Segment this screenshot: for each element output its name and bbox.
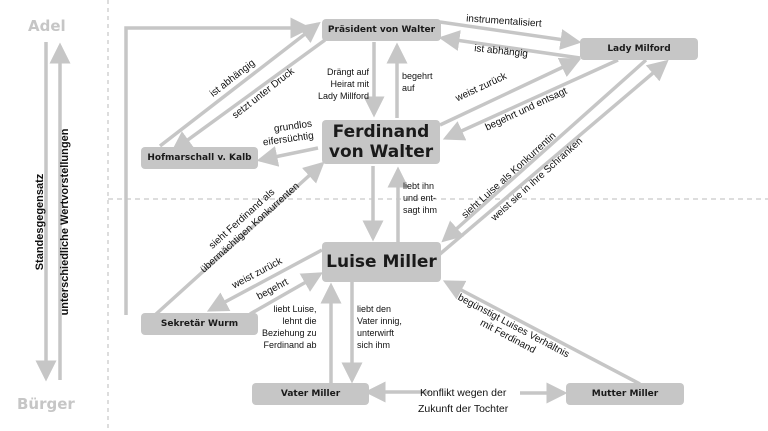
node-hofmarschall[interactable]: Hofmarschall v. Kalb <box>141 147 258 169</box>
label-buerger: Bürger <box>17 395 75 413</box>
begehrt-auf-line2: auf <box>402 83 415 93</box>
node-wurm[interactable]: Sekretär Wurm <box>141 313 258 335</box>
liebt-luise-line4: Ferdinand ab <box>263 340 317 350</box>
node-luise[interactable]: Luise Miller <box>322 242 441 282</box>
konflikt-line1: Konflikt wegen der <box>419 387 507 399</box>
arrow-sieht-luise <box>441 58 648 243</box>
arrow-begehrt <box>249 272 324 316</box>
label-liebt-luise: liebt Luise, lehnt die Beziehung zu Ferd… <box>262 303 317 351</box>
node-mutter[interactable]: Mutter Miller <box>566 383 684 405</box>
node-praesident[interactable]: Präsident von Walter <box>322 19 441 41</box>
arrow-grundlos <box>256 146 319 167</box>
arrow-lady-abhaengig <box>438 30 581 60</box>
label-standesgegensatz: Standesgegensatz <box>34 173 46 271</box>
label-adel: Adel <box>28 17 66 35</box>
liebt-ihn-line3: sagt ihm <box>403 205 438 215</box>
liebt-vater-line1: liebt den <box>357 304 392 314</box>
begehrt-auf-line1: begehrt <box>402 71 433 81</box>
liebt-luise-line1: liebt Luise, <box>273 304 317 314</box>
arrow-weist-zurueck-lady <box>439 57 582 127</box>
liebt-luise-line2: lehnt die <box>282 316 317 326</box>
label-begehrt-auf: begehrt auf <box>402 70 433 94</box>
liebt-ihn-line1: liebt ihn <box>403 181 435 191</box>
arrow-kalb-abhaengig <box>158 21 321 148</box>
arrow-weist-zurueck-wurm <box>206 248 323 312</box>
arrow-begehrt-entsagt <box>442 58 619 141</box>
arrow-weist-schranken <box>438 59 669 256</box>
node-vater[interactable]: Vater Miller <box>252 383 369 405</box>
label-wertvorstellungen: unterschiedliche Wertvorstellungen <box>59 128 71 316</box>
liebt-vater-line3: unterwirft <box>357 328 395 338</box>
ferdinand-line1: Ferdinand <box>332 122 430 142</box>
label-liebt-vater: liebt den Vater innig, unterwirft sich i… <box>357 303 402 351</box>
label-konflikt: Konflikt wegen der Zukunft der Tochter <box>418 385 508 417</box>
draengt-line2: Heirat mit <box>330 79 370 89</box>
arrow-sieht-ferdinand <box>153 161 325 317</box>
label-draengt: Drängt auf Heirat mit Lady Millford <box>318 66 369 102</box>
ferdinand-line2: von Walter <box>328 142 434 162</box>
arrow-wurm-praesident <box>124 17 312 315</box>
liebt-ihn-line2: und ent- <box>403 193 437 203</box>
draengt-line1: Drängt auf <box>327 67 370 77</box>
liebt-luise-line3: Beziehung zu <box>262 328 317 338</box>
arrow-beguenstigt <box>442 280 641 386</box>
label-liebt-ihn: liebt ihn und ent- sagt ihm <box>403 180 437 216</box>
arrow-setzt-unter-druck <box>171 38 327 153</box>
draengt-line3: Lady Millford <box>318 91 370 101</box>
liebt-vater-line2: Vater innig, <box>357 316 402 326</box>
liebt-vater-line4: sich ihm <box>357 340 391 350</box>
arrow-instrumentalisiert <box>439 20 582 50</box>
node-lady-milford[interactable]: Lady Milford <box>580 38 698 60</box>
node-ferdinand[interactable]: Ferdinand von Walter <box>322 120 440 164</box>
konflikt-line2: Zukunft der Tochter <box>418 403 509 415</box>
